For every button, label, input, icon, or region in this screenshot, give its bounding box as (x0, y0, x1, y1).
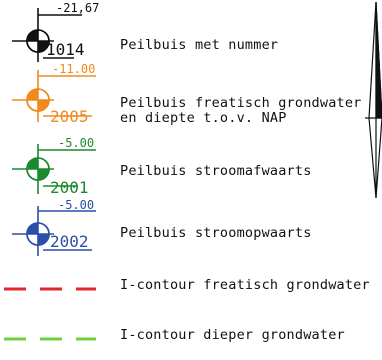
legend-item-peilbuis-stroomafwaarts: -5.00 2001 Peilbuis stroomafwaarts (0, 136, 382, 202)
depth-label: -5.00 (58, 198, 95, 212)
legend-label: Peilbuis stroomopwaarts (120, 225, 312, 241)
legend-label: Peilbuis met nummer (120, 37, 279, 53)
depth-label: -5.00 (58, 136, 95, 150)
legend-item-contour-freatisch: I-contour freatisch grondwater (0, 272, 382, 302)
legend-label: Peilbuis freatisch grondwater en diepte … (120, 95, 362, 126)
peilbuis-orange-icon (12, 70, 96, 122)
peilbuis-number: 2002 (50, 232, 89, 251)
legend-item-contour-dieper: I-contour dieper grondwater (0, 322, 382, 352)
green-dashed-line-icon (4, 337, 96, 341)
legend-label: I-contour freatisch grondwater (120, 277, 370, 293)
peilbuis-number: 2005 (50, 107, 89, 126)
legend-item-peilbuis-nummer: -21,67 1014 Peilbuis met nummer (0, 0, 382, 62)
north-arrow-icon (365, 1, 382, 199)
peilbuis-number: 1014 (46, 40, 85, 59)
peilbuis-number: 2001 (50, 178, 89, 197)
legend-item-peilbuis-freatisch: -11.00 2005 Peilbuis freatisch grondwate… (0, 62, 382, 126)
red-dashed-line-icon (4, 287, 96, 291)
legend-item-peilbuis-stroomopwaarts: -5.00 2002 Peilbuis stroomopwaarts (0, 196, 382, 260)
peilbuis-blue-icon (12, 206, 96, 256)
peilbuis-green-icon (12, 144, 96, 194)
depth-label: -11.00 (52, 62, 96, 76)
legend-label: Peilbuis stroomafwaarts (120, 163, 312, 179)
peilbuis-black-icon (12, 8, 82, 62)
legend-label: I-contour dieper grondwater (120, 327, 345, 343)
depth-label: -21,67 (56, 1, 100, 15)
